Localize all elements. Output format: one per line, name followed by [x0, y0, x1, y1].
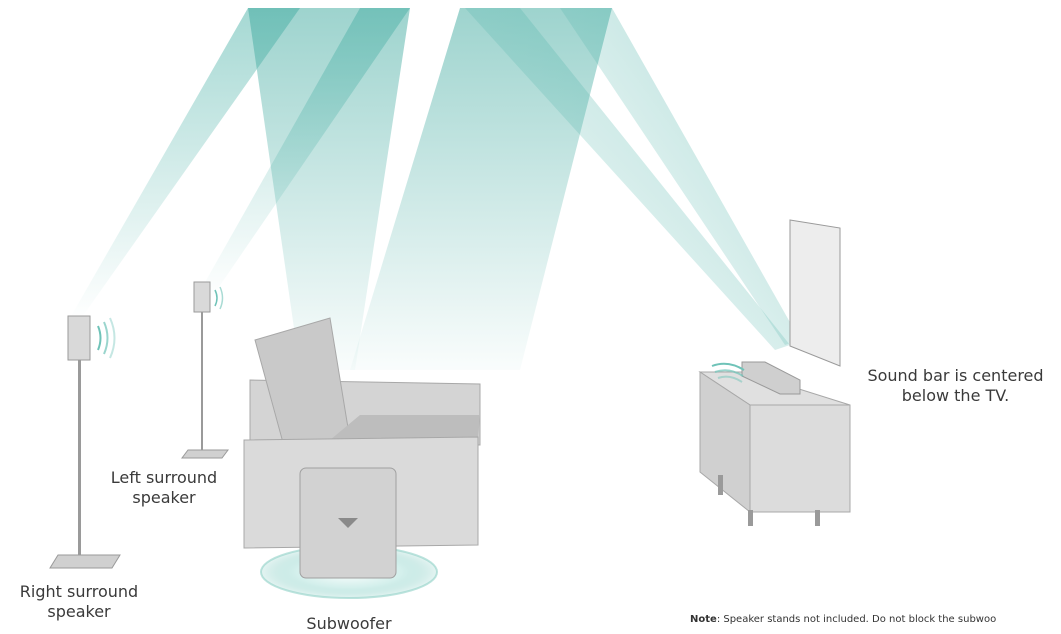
beam-right-b — [560, 8, 800, 345]
footnote: Note: Speaker stands not included. Do no… — [690, 614, 996, 625]
note-bold-label: Note — [690, 614, 717, 625]
tv — [790, 220, 840, 366]
right-surround-label: Right surround speaker — [4, 582, 154, 622]
sound-beams — [70, 8, 800, 370]
subwoofer-label: Subwoofer — [290, 614, 408, 634]
left-surround-label: Left surround speaker — [100, 468, 228, 508]
left-surround-speaker — [182, 282, 228, 458]
tv-stand — [700, 362, 850, 526]
soundbar-label: Sound bar is centered below the TV. — [850, 366, 1061, 406]
right-surround-speaker — [50, 316, 120, 568]
note-text: : Speaker stands not included. Do not bl… — [717, 614, 996, 625]
